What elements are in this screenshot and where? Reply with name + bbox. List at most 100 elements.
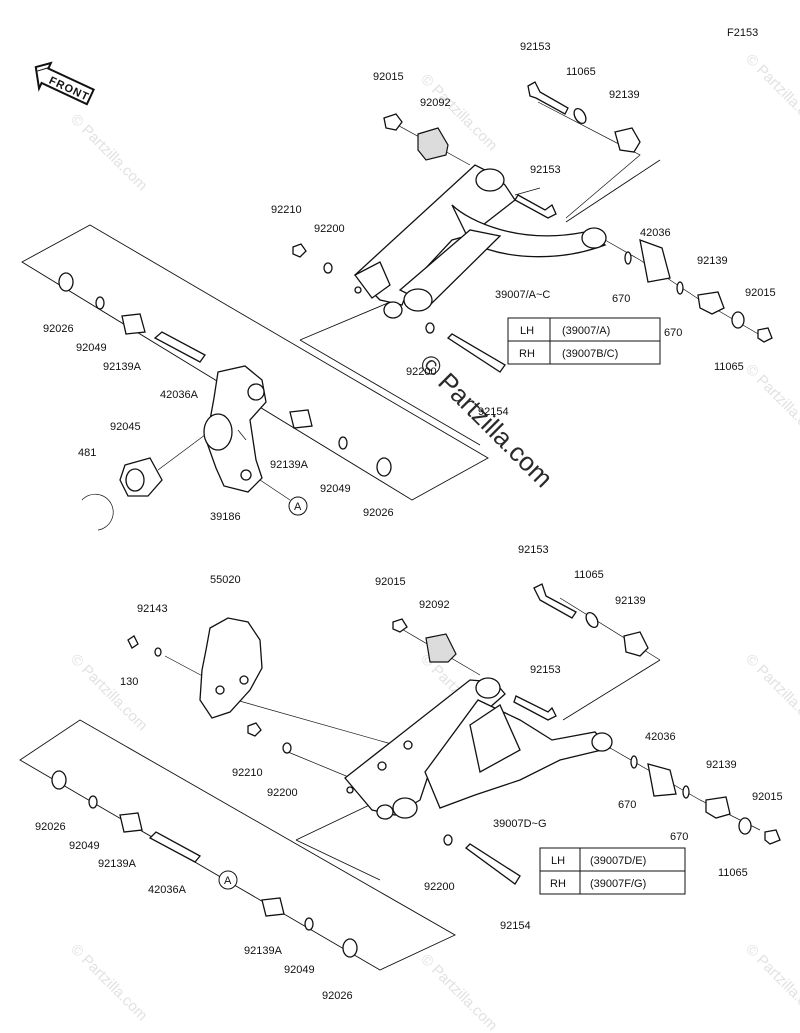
label-92026-bottom: 92026 bbox=[322, 990, 353, 1002]
label-92092: 92092 bbox=[419, 599, 450, 611]
nut-icon bbox=[757, 327, 773, 343]
washer-icon bbox=[738, 817, 752, 835]
upper-swingarm bbox=[354, 164, 607, 319]
label-39186: 39186 bbox=[210, 511, 241, 523]
collar-icon bbox=[697, 291, 725, 315]
lower-guard bbox=[199, 617, 263, 719]
label-92139-top: 92139 bbox=[609, 89, 640, 101]
oring-icon bbox=[95, 296, 105, 310]
upper-lhrh-table: LH (39007/A) RH (39007B/C) bbox=[507, 317, 661, 365]
table-code: (39007F/G) bbox=[590, 878, 646, 890]
label-39007: 39007/A~C bbox=[495, 289, 550, 301]
label-130: 130 bbox=[120, 676, 138, 688]
sleeve-icon bbox=[153, 331, 206, 363]
leader-line bbox=[295, 799, 381, 841]
label-11065-top: 11065 bbox=[574, 569, 604, 581]
watermark-text: © Partzilla.com bbox=[417, 951, 500, 1033]
lower-hardware bbox=[51, 583, 781, 958]
washer-icon bbox=[376, 457, 392, 477]
label-92154: 92154 bbox=[478, 406, 509, 418]
label-670-a: 670 bbox=[612, 293, 630, 305]
bolt-icon bbox=[446, 333, 506, 373]
washer-icon bbox=[51, 770, 67, 790]
washer-icon bbox=[573, 107, 587, 125]
circlip-icon bbox=[81, 493, 114, 531]
label-92015-top: 92015 bbox=[373, 71, 404, 83]
watermark-text: © Partzilla.com bbox=[742, 651, 800, 734]
leader-line bbox=[295, 839, 381, 881]
bolt-icon bbox=[513, 695, 557, 721]
leader-line bbox=[604, 744, 761, 831]
table-side: LH bbox=[520, 325, 534, 337]
table-side: RH bbox=[550, 878, 566, 890]
label-92154: 92154 bbox=[500, 920, 531, 932]
leader-line bbox=[604, 239, 761, 336]
bolt-icon bbox=[527, 81, 569, 115]
lower-left-frame bbox=[19, 719, 456, 971]
label-92200-bottom: 92200 bbox=[424, 881, 455, 893]
label-92153-mid: 92153 bbox=[530, 164, 561, 176]
label-92026-left: 92026 bbox=[35, 821, 66, 833]
label-670-a: 670 bbox=[618, 799, 636, 811]
washer-icon bbox=[154, 647, 162, 657]
lower-swingarm bbox=[344, 677, 613, 820]
collar-icon bbox=[614, 127, 641, 153]
washer-icon bbox=[585, 611, 599, 629]
watermark-text: © Partzilla.com bbox=[67, 651, 150, 734]
watermark-text: © Partzilla.com bbox=[742, 361, 800, 444]
upper-hardware bbox=[58, 81, 773, 531]
table-side: LH bbox=[551, 855, 565, 867]
label-42036: 42036 bbox=[645, 731, 676, 743]
front-arrow-icon: FRONT bbox=[34, 61, 95, 106]
label-92153-top: 92153 bbox=[518, 544, 549, 556]
sleeve-icon bbox=[148, 831, 202, 863]
label-92139a-right: 92139A bbox=[270, 459, 309, 471]
nut-icon bbox=[392, 618, 408, 633]
collar-icon bbox=[705, 796, 731, 819]
label-92139a-left: 92139A bbox=[98, 858, 137, 870]
nut-icon bbox=[247, 722, 262, 737]
label-92026-left: 92026 bbox=[43, 323, 74, 335]
table-side: RH bbox=[519, 348, 535, 360]
collar-icon bbox=[289, 409, 313, 429]
collar-icon bbox=[261, 897, 285, 917]
washer-icon bbox=[58, 272, 74, 292]
table-code: (39007B/C) bbox=[562, 348, 618, 360]
label-92049-right: 92049 bbox=[320, 483, 351, 495]
bolt-icon bbox=[514, 194, 557, 219]
screw-icon bbox=[127, 635, 139, 649]
label-92200-left: 92200 bbox=[314, 223, 345, 235]
bushing-icon bbox=[417, 127, 449, 161]
oring-icon bbox=[88, 795, 98, 809]
label-92139-right: 92139 bbox=[706, 759, 737, 771]
label-92015-right: 92015 bbox=[745, 287, 776, 299]
upper-right-frame bbox=[565, 159, 661, 223]
lower-assembly: A 92153 55020 92015 11065 92143 92092 92… bbox=[19, 544, 783, 1002]
lower-lhrh-table: LH (39007D/E) RH (39007F/G) bbox=[539, 847, 686, 895]
collar-icon bbox=[119, 812, 143, 833]
label-92026-right: 92026 bbox=[363, 507, 394, 519]
label-670-b: 670 bbox=[670, 831, 688, 843]
upper-assembly: A 92153 11065 92015 92092 92139 92153 92… bbox=[21, 41, 776, 531]
upper-left-frame bbox=[21, 224, 489, 501]
bolt-icon bbox=[465, 843, 521, 885]
label-92092: 92092 bbox=[420, 97, 451, 109]
label-92139-right: 92139 bbox=[697, 255, 728, 267]
label-11065-right: 11065 bbox=[714, 361, 744, 373]
watermark-text: © Partzilla.com bbox=[742, 51, 800, 134]
oring-icon bbox=[338, 436, 348, 450]
washer-icon bbox=[425, 322, 435, 334]
bolt-icon bbox=[533, 583, 577, 619]
callout-a: A bbox=[288, 496, 308, 516]
sleeve-icon bbox=[639, 238, 671, 283]
label-92139-top: 92139 bbox=[615, 595, 646, 607]
leader-line bbox=[537, 101, 641, 219]
upper-knuckle-bracket bbox=[203, 365, 267, 493]
nut-icon bbox=[764, 829, 781, 845]
label-42036a: 42036A bbox=[148, 884, 187, 896]
collar-icon bbox=[623, 631, 649, 657]
leader-line bbox=[514, 187, 541, 196]
label-92049-left: 92049 bbox=[69, 840, 100, 852]
label-55020: 55020 bbox=[210, 574, 241, 586]
label-92015-right: 92015 bbox=[752, 791, 783, 803]
